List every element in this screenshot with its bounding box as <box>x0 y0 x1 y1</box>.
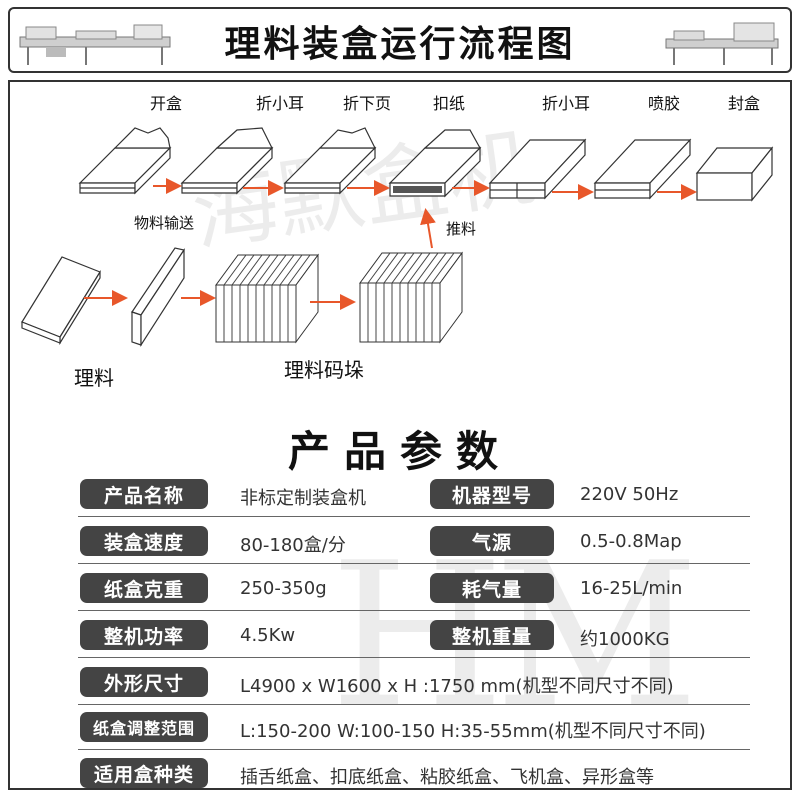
sorting-label: 理料 <box>74 366 114 390</box>
material-stack-icon-1 <box>215 253 319 344</box>
flow-and-params-panel <box>8 80 792 790</box>
box-buckle-icon <box>388 129 482 198</box>
title-banner: 理料装盒运行流程图 <box>8 7 792 73</box>
param-value: 插舌纸盒、扣底纸盒、粘胶纸盒、飞机盒、异形盒等 <box>240 767 654 788</box>
param-value: 80-180盒/分 <box>240 535 346 556</box>
param-value: 16-25L/min <box>580 578 683 599</box>
step-label-open-box: 开盒 <box>150 94 183 113</box>
row-divider <box>78 516 750 517</box>
param-label: 纸盒克重 <box>80 573 208 603</box>
step-label-fold-ear-2: 折小耳 <box>542 94 591 113</box>
conveying-label: 物料输送 <box>134 214 195 232</box>
param-value: L:150-200 W:100-150 H:35-55mm(机型不同尺寸不同) <box>240 721 706 742</box>
process-diagram <box>21 127 774 348</box>
box-fold-ear-2-icon <box>488 138 587 200</box>
stacking-label: 理料码垛 <box>284 358 364 382</box>
param-value: 250-350g <box>240 578 327 599</box>
box-open-icon <box>78 127 172 195</box>
param-label: 适用盒种类 <box>80 758 208 788</box>
step-label-fold-ear-1: 折小耳 <box>256 94 305 113</box>
row-divider <box>78 657 750 658</box>
box-fold-lower-icon <box>283 127 377 195</box>
param-value: 220V 50Hz <box>580 484 679 505</box>
material-stack-icon-2 <box>359 251 463 344</box>
param-value: 约1000KG <box>580 629 670 650</box>
row-divider <box>78 749 750 750</box>
box-glue-icon <box>593 138 692 200</box>
param-label: 整机功率 <box>80 620 208 650</box>
param-label: 耗气量 <box>430 573 554 603</box>
param-value: 4.5Kw <box>240 625 296 646</box>
param-label: 机器型号 <box>430 479 554 509</box>
params-title: 产品参数 <box>287 427 512 476</box>
param-label: 外形尺寸 <box>80 667 208 697</box>
machine-illustration-right <box>665 22 779 65</box>
param-label: 纸盒调整范围 <box>80 712 208 742</box>
push-arrow-icon <box>420 208 436 249</box>
machine-illustration-left <box>19 24 171 65</box>
upright-material-icon <box>131 247 185 348</box>
param-label: 整机重量 <box>430 620 554 650</box>
step-label-buckle: 扣纸 <box>433 94 466 113</box>
box-sealed-icon <box>695 146 774 202</box>
step-label-glue: 喷胶 <box>648 94 681 113</box>
push-label: 推料 <box>446 220 477 238</box>
row-divider <box>78 563 750 564</box>
param-label: 气源 <box>430 526 554 556</box>
flat-material-icon <box>21 256 101 346</box>
param-value: 非标定制装盒机 <box>240 488 366 509</box>
param-value: 0.5-0.8Map <box>580 531 682 552</box>
box-fold-ear-icon <box>180 127 274 195</box>
step-label-seal: 封盒 <box>728 94 761 113</box>
param-value: L4900 x W1600 x H :1750 mm(机型不同尺寸不同) <box>240 676 674 697</box>
row-divider <box>78 610 750 611</box>
row-divider <box>78 704 750 705</box>
step-label-fold-lower: 折下页 <box>343 94 392 113</box>
param-label: 产品名称 <box>80 479 208 509</box>
page-title: 理料装盒运行流程图 <box>224 24 576 65</box>
param-label: 装盒速度 <box>80 526 208 556</box>
